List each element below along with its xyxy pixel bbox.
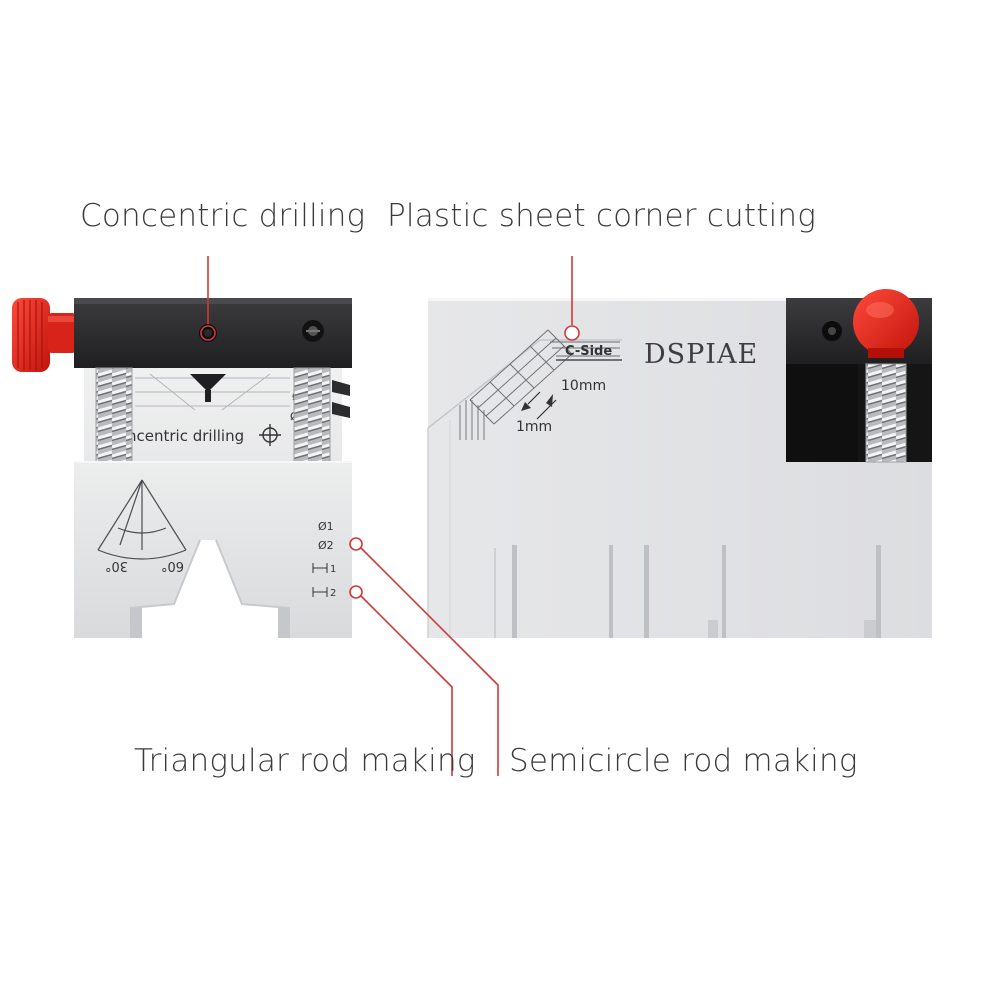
right-red-knob <box>853 289 919 355</box>
scale-arrow-icon <box>521 391 557 420</box>
scale-1mm: 1mm <box>516 419 552 435</box>
callout-dot-corner <box>564 325 580 341</box>
rod-mark-w1: 1 <box>330 564 336 575</box>
rod-mark-d2: Ø2 <box>318 539 334 552</box>
left-lower-block <box>74 462 352 638</box>
scale-10mm: 10mm <box>561 378 606 394</box>
engraving-label: ncentric drilling <box>127 427 244 445</box>
v-indicator-icon <box>190 374 226 392</box>
right-jig: C-Side DSPIAE 10mm 1mm <box>427 289 932 638</box>
callout-dot-semicircle <box>349 537 363 551</box>
corner-cutting-grid <box>459 329 620 440</box>
callout-semicircle-rod-making: Semicircle rod making <box>509 743 858 779</box>
callout-lines <box>200 256 580 776</box>
angle-mark-30: 30° <box>105 558 128 573</box>
left-jig: Ø5 Ø1.5 ncentric drilling <box>12 298 352 638</box>
rod-mark-d1: Ø1 <box>318 520 334 533</box>
callout-triangular-rod-making: Triangular rod making <box>134 743 476 779</box>
callout-dot-drilling <box>200 325 216 341</box>
protractor-engraving <box>97 479 187 560</box>
left-red-knob <box>12 298 76 372</box>
cutting-slots <box>512 545 881 638</box>
left-spring-b <box>294 368 330 462</box>
callout-concentric-drilling: Concentric drilling <box>80 198 366 234</box>
brand-logo: DSPIAE <box>644 339 758 370</box>
rod-mark-w2: 2 <box>330 588 336 599</box>
callout-dot-triangular <box>349 585 363 599</box>
angle-mark-60: 60° <box>161 558 184 573</box>
side-label: C-Side <box>565 344 612 359</box>
right-spring <box>866 364 906 462</box>
callout-plastic-sheet-corner-cutting: Plastic sheet corner cutting <box>387 198 817 234</box>
rod-width-icon <box>312 563 328 597</box>
left-spring-a <box>96 368 132 462</box>
crosshair-icon <box>259 424 281 446</box>
